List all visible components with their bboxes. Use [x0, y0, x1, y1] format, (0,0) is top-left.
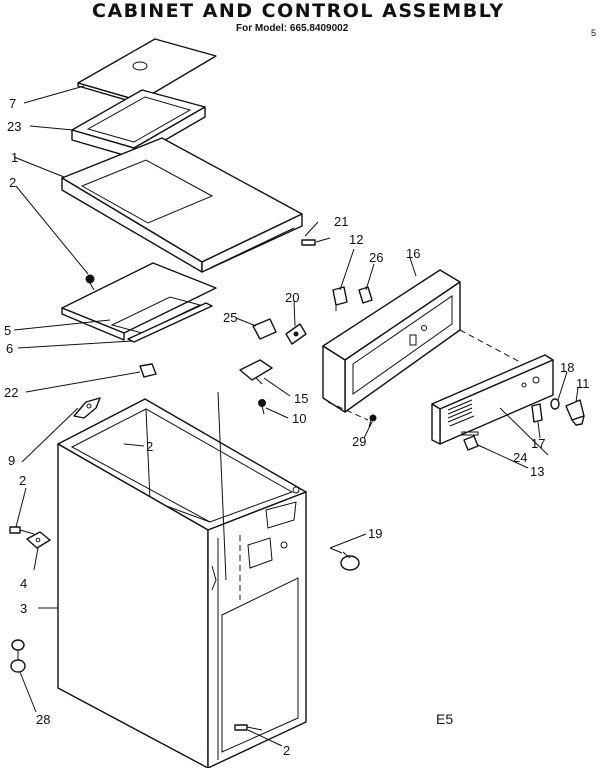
callout-28: 28 [36, 712, 50, 727]
part-10-screw [258, 399, 266, 415]
callout-16: 16 [406, 246, 420, 261]
callout-23: 23 [7, 119, 21, 134]
part-26-component [358, 286, 373, 304]
callout-1: 1 [11, 150, 18, 165]
callout-6: 6 [6, 341, 13, 356]
callout-22: 22 [4, 385, 18, 400]
callout-24: 24 [513, 450, 527, 465]
part-19-knob [329, 547, 360, 571]
part-12-component [332, 286, 348, 311]
callout-numbers: 7 23 1 2 21 12 26 16 25 20 5 6 22 15 10 … [4, 96, 590, 758]
part-11-knob [565, 399, 585, 426]
part-20-switch [285, 323, 307, 345]
part-25-clip [252, 318, 277, 340]
model-subtitle: For Model: 665.8409002 [236, 23, 349, 34]
callout-2-upper: 2 [9, 175, 16, 190]
callout-12: 12 [349, 232, 363, 247]
part-22-clip [139, 363, 157, 378]
callout-2-middle: 2 [146, 439, 153, 454]
part-29-screw [368, 414, 377, 428]
callout-13: 13 [530, 464, 544, 479]
part-13-small-part [463, 435, 479, 451]
part-4-hinge-plate [26, 531, 51, 549]
callout-29: 29 [352, 434, 366, 449]
part-2-screw-left [9, 526, 35, 535]
callout-3: 3 [20, 601, 27, 616]
part-7-lid [77, 38, 217, 105]
callout-17: 17 [531, 436, 545, 451]
part-5-panel [61, 262, 217, 341]
callout-2-bottom: 2 [283, 743, 290, 758]
callout-11: 11 [576, 376, 590, 391]
part-21-screw [301, 237, 331, 246]
callout-19: 19 [368, 526, 382, 541]
part-16-console-frame [322, 269, 521, 421]
callout-20: 20 [285, 290, 299, 305]
callout-21: 21 [334, 214, 348, 229]
leader-lines [13, 85, 579, 747]
part-24-control-panel [431, 354, 554, 445]
corner-mark: 5 [591, 28, 597, 38]
part-3-cabinet [57, 398, 307, 768]
part-18-washer [550, 398, 560, 410]
part-17-knob [531, 403, 543, 423]
callout-15: 15 [294, 391, 308, 406]
part-9-bracket [73, 397, 101, 419]
callout-7: 7 [9, 96, 16, 111]
part-2-screw-bottom [234, 724, 263, 731]
callout-9: 9 [8, 453, 15, 468]
part-2-screw-upper [85, 274, 95, 291]
part-1-top-panel [61, 137, 303, 273]
diagram-title: CABINET AND CONTROL ASSEMBLY [92, 0, 505, 22]
part-15-bracket [239, 359, 273, 385]
callout-10: 10 [292, 411, 306, 426]
callout-2-left: 2 [19, 473, 26, 488]
callout-18: 18 [560, 360, 574, 375]
callout-4: 4 [20, 576, 27, 591]
callout-5: 5 [4, 323, 11, 338]
part-28-foot [10, 639, 26, 673]
figure-code: E5 [436, 711, 454, 727]
callout-26: 26 [369, 250, 383, 265]
callout-25: 25 [223, 310, 237, 325]
